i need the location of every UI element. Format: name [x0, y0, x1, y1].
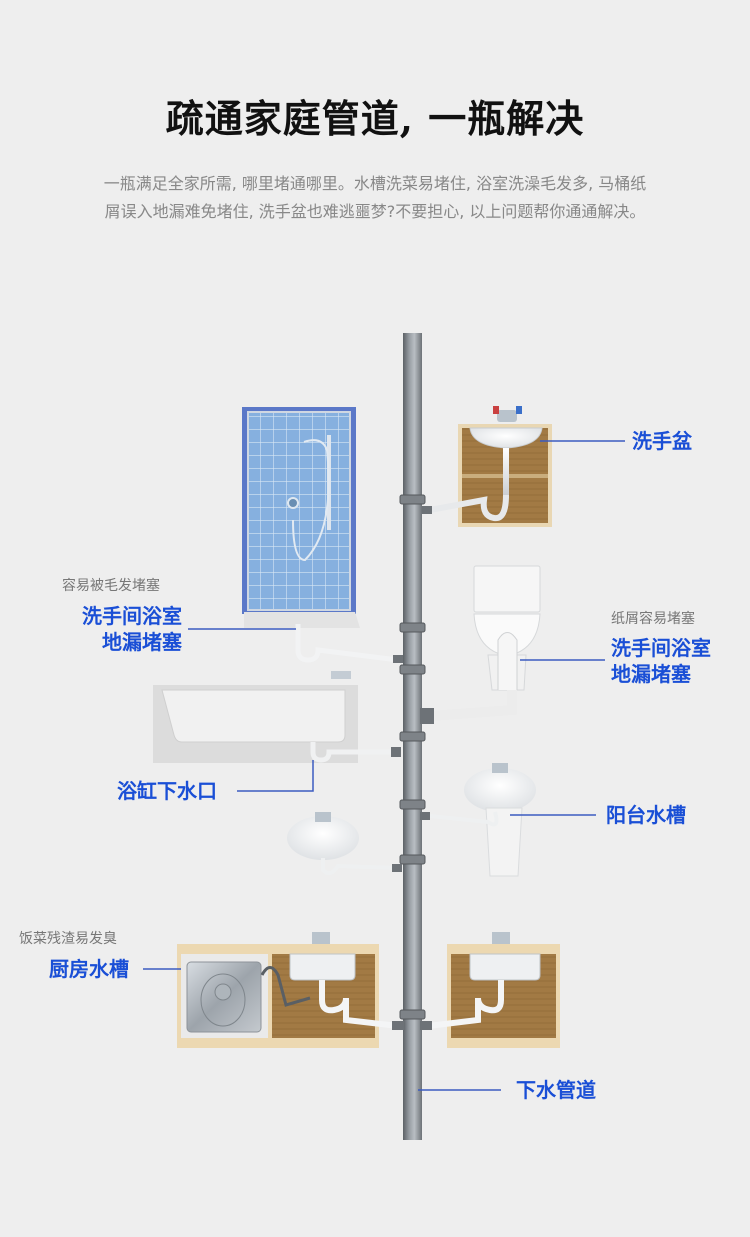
- label-drain-pipe: 下水管道: [516, 1078, 596, 1102]
- leader-lines: [143, 440, 625, 1091]
- label-shower-drain: 洗手间浴室 地漏堵塞: [60, 603, 182, 655]
- shower: [242, 407, 403, 663]
- washbasin-cabinet: [422, 406, 552, 527]
- leader-bathtub: [237, 760, 314, 792]
- toilet: [420, 565, 541, 724]
- bathtub: [153, 671, 401, 763]
- label-washbasin: 洗手盆: [632, 429, 692, 453]
- label-kitchen-sink: 厨房水槽: [49, 957, 129, 981]
- intro-line-1: 一瓶满足全家所需, 哪里堵通哪里。水槽洗菜易堵住, 浴室洗澡毛发多, 马桶纸: [103, 174, 647, 193]
- hint-kitchen-sink: 饭菜残渣易发臭: [19, 931, 117, 947]
- page-title: 疏通家庭管道, 一瓶解决: [165, 96, 585, 141]
- intro-text: 一瓶满足全家所需, 哪里堵通哪里。水槽洗菜易堵住, 浴室洗澡毛发多, 马桶纸 屑…: [40, 170, 710, 226]
- label-shower-drain-line2: 地漏堵塞: [102, 630, 182, 654]
- label-toilet-drain: 洗手间浴室 地漏堵塞: [611, 635, 711, 687]
- pedestal-basin: [420, 763, 536, 877]
- hint-toilet-drain: 纸屑容易堵塞: [611, 611, 695, 627]
- label-toilet-drain-line2: 地漏堵塞: [611, 662, 691, 686]
- wall-basin: [287, 812, 402, 876]
- label-bathtub: 浴缸下水口: [117, 779, 217, 803]
- hint-shower-drain: 容易被毛发堵塞: [62, 578, 160, 594]
- kitchen-sink: [420, 932, 560, 1048]
- main-drain-pipe: [399, 333, 426, 1140]
- kitchen-sink-with-dishwasher: [177, 932, 404, 1048]
- label-shower-drain-line1: 洗手间浴室: [82, 604, 182, 628]
- label-toilet-drain-line1: 洗手间浴室: [611, 636, 711, 660]
- intro-line-2: 屑误入地漏难免堵住, 洗手盆也难逃噩梦?不要担心, 以上问题帮你通通解决。: [104, 202, 646, 221]
- label-balcony-sink: 阳台水槽: [606, 803, 686, 827]
